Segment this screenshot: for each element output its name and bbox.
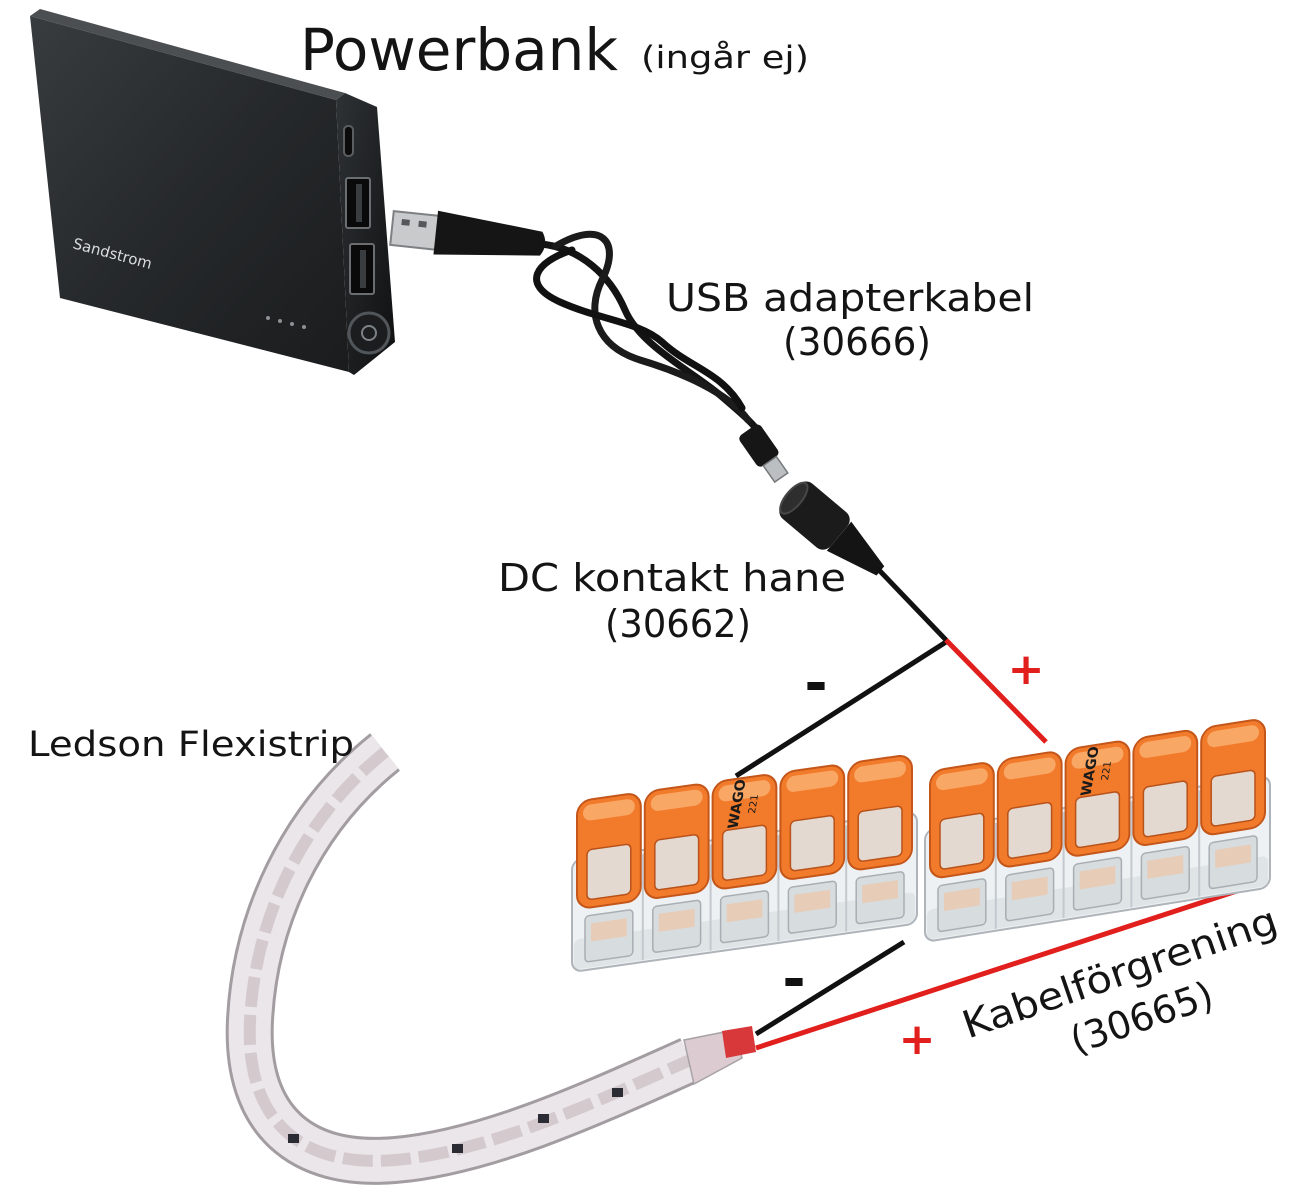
positive-wire-bottom xyxy=(755,885,1247,1051)
lever-window xyxy=(586,843,632,900)
usb-cable-label: USB adapterkabel xyxy=(666,276,1034,320)
led-strip xyxy=(225,733,756,1185)
positive-sign-top: + xyxy=(1008,644,1045,695)
negative-sign-top: - xyxy=(804,651,827,716)
lever-window xyxy=(857,805,903,862)
usb-plug-hole xyxy=(401,218,410,226)
dc-lead-cable xyxy=(875,566,949,643)
wire-entry-reflection xyxy=(1011,876,1048,901)
usb-c-port xyxy=(343,125,354,157)
usb-plug-metal xyxy=(389,209,441,251)
usb-a-port-2-tongue xyxy=(360,250,366,288)
wire-entry-reflection xyxy=(944,887,980,911)
lever-highlight xyxy=(1071,746,1124,769)
cable-strand xyxy=(552,230,752,424)
negative-sign-bottom: - xyxy=(782,947,805,1012)
lever-window xyxy=(1007,801,1053,859)
powerbank-end-cap xyxy=(336,93,395,375)
charge-indicator-dot xyxy=(278,319,282,323)
wire-entry-reflection xyxy=(591,918,627,942)
powerbank-body xyxy=(30,16,349,372)
negative-wire-bottom xyxy=(754,939,906,1037)
led-chip xyxy=(612,1088,623,1097)
usb-a-plug xyxy=(389,209,546,256)
wire-entry-reflection xyxy=(862,880,899,904)
positive-wire-top xyxy=(944,638,1048,744)
lever-window xyxy=(939,812,985,870)
lever-window xyxy=(1210,769,1256,827)
powerbank-top-edge xyxy=(30,9,345,100)
lever-window xyxy=(789,815,835,872)
dc-socket-opening xyxy=(779,481,809,515)
wire-entry-reflection xyxy=(1147,855,1184,879)
positive-sign-bottom: + xyxy=(899,1014,936,1065)
usb-cable-code: (30666) xyxy=(783,320,931,364)
usb-a-port-1-tongue xyxy=(356,184,362,222)
lever-highlight xyxy=(1003,757,1056,780)
lever-highlight xyxy=(650,789,703,811)
cable-strand xyxy=(533,246,746,412)
wire-entry-reflection xyxy=(658,908,695,932)
dc-male-plug xyxy=(739,424,789,484)
dc-socket-strain-relief xyxy=(826,521,885,576)
lever-window xyxy=(1142,780,1188,838)
lever-highlight xyxy=(1207,725,1260,748)
dc-plug-body xyxy=(739,424,779,467)
led-strip-heat-shrink xyxy=(722,1026,756,1058)
usb-plug-body xyxy=(433,210,546,256)
wire-entry-reflection xyxy=(1079,865,1116,890)
wire-entry-reflection xyxy=(1215,844,1252,869)
powerbank-title: Powerbank xyxy=(300,16,618,84)
negative-wire-top xyxy=(734,639,948,779)
powerbank: Sandstrom xyxy=(30,9,395,375)
usb-plug-hole xyxy=(418,220,427,228)
wire-entry-reflection xyxy=(726,899,763,923)
lever-highlight xyxy=(583,799,635,821)
power-button xyxy=(347,311,391,355)
charge-indicator-dot xyxy=(266,316,270,320)
dc-connector-code: (30662) xyxy=(605,602,751,646)
power-icon xyxy=(361,325,377,341)
cable-strand xyxy=(537,240,764,438)
led-chip xyxy=(288,1134,299,1143)
lever-window xyxy=(721,824,768,881)
usb-adapter-cable xyxy=(389,209,789,484)
lever-window xyxy=(654,834,700,891)
dc-female-connector xyxy=(779,481,885,576)
lever-highlight xyxy=(854,761,907,783)
dc-plug-tip xyxy=(762,455,789,484)
wire-entry-reflection xyxy=(794,889,831,913)
lever-window xyxy=(1074,791,1121,849)
dc-connector-label: DC kontakt hane xyxy=(498,556,846,600)
powerbank-note: (ingår ej) xyxy=(641,40,809,76)
charge-indicator-dot xyxy=(290,322,294,326)
lever-highlight xyxy=(786,770,839,792)
wago-model: 221 xyxy=(747,794,761,814)
charge-indicator-dot xyxy=(302,325,306,329)
led-chip xyxy=(452,1144,463,1153)
lever-highlight xyxy=(1139,736,1192,758)
led-strip-label: Ledson Flexistrip xyxy=(28,725,354,765)
led-chip xyxy=(538,1114,549,1123)
wago-model: 221 xyxy=(1100,761,1114,780)
lever-highlight xyxy=(718,780,771,802)
lever-highlight xyxy=(936,768,988,791)
